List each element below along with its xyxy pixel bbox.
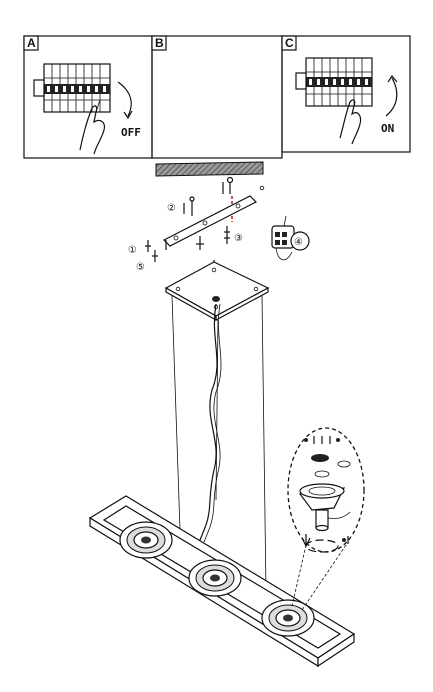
panel-b: B <box>151 35 283 159</box>
breaker-icon <box>295 57 373 107</box>
callout-4: ④ <box>294 237 303 248</box>
panel-c-letter-box <box>281 35 297 51</box>
ceiling-hatch <box>155 161 264 177</box>
panel-b-frame <box>151 35 283 159</box>
panel-a-action: OFF <box>121 126 141 139</box>
panel-a-letter-box <box>23 35 39 51</box>
lamp-spot-icon <box>188 559 242 597</box>
arrow-icon <box>117 81 132 117</box>
panel-a: A OFF <box>23 35 153 159</box>
panel-c-action: ON <box>381 122 394 135</box>
power-cord <box>205 303 218 526</box>
callout-4-ring <box>290 231 310 251</box>
arrow-icon <box>385 77 398 117</box>
lamp-spot-icon <box>261 599 315 637</box>
screw-icon <box>304 436 340 444</box>
hand-icon <box>79 105 105 155</box>
callout-1: ① <box>128 245 137 256</box>
detail-callout <box>287 427 365 611</box>
screw-icon <box>222 176 234 194</box>
panel-c: C ON <box>281 35 411 153</box>
mounting-bar <box>162 185 265 247</box>
bulb-icon <box>298 483 351 532</box>
breaker-icon <box>33 63 111 113</box>
suspension-cables <box>171 295 267 593</box>
panel-c-frame <box>281 35 411 153</box>
screw-icon <box>224 226 230 244</box>
callout-5: ⑤ <box>136 262 145 273</box>
power-cord-2 <box>209 303 222 528</box>
canopy <box>164 261 270 322</box>
callout-2: ② <box>167 203 176 214</box>
lamp-spot-icon <box>119 521 173 559</box>
terminal-block-icon <box>271 215 295 261</box>
panel-b-letter-box <box>151 35 167 51</box>
screw-icon <box>183 196 195 216</box>
hand-icon <box>339 99 362 145</box>
panel-a-letter: A <box>27 36 36 50</box>
callout-3: ③ <box>234 233 243 244</box>
panel-c-letter: C <box>285 36 294 50</box>
panel-b-letter: B <box>155 36 164 50</box>
